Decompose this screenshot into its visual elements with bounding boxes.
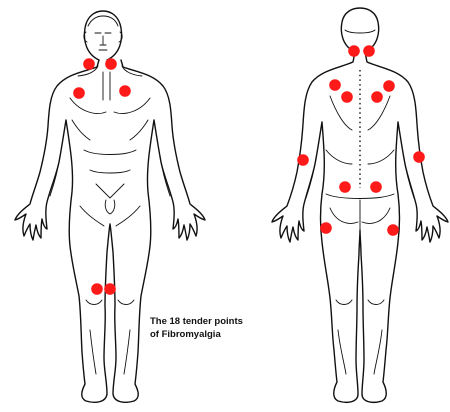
front-figure bbox=[15, 11, 205, 402]
tender-point-back-greater-trochanter-left bbox=[320, 222, 332, 234]
diagram-caption: The 18 tender points of Fibromyalgia bbox=[150, 315, 310, 341]
tender-point-front-low-cervical-right bbox=[105, 58, 117, 70]
tender-point-front-knee-left bbox=[91, 283, 103, 295]
tender-point-front-low-cervical-left bbox=[83, 58, 95, 70]
front-body-outline bbox=[15, 60, 205, 402]
tender-point-back-occiput-left bbox=[348, 45, 360, 57]
front-knee-details bbox=[86, 300, 134, 374]
tender-point-back-supraspinatus-right bbox=[371, 91, 383, 103]
tender-point-front-second-rib-right bbox=[119, 85, 131, 97]
tender-point-back-trapezius-right bbox=[383, 80, 395, 92]
tender-point-back-gluteal-left bbox=[339, 181, 351, 193]
back-hair bbox=[345, 30, 375, 33]
front-hairline bbox=[88, 16, 118, 26]
tender-point-back-gluteal-right bbox=[370, 181, 382, 193]
front-arm-details bbox=[50, 156, 170, 196]
tender-point-front-knee-right bbox=[104, 283, 116, 295]
back-scapula bbox=[326, 96, 394, 164]
tender-point-back-greater-trochanter-right bbox=[387, 224, 399, 236]
caption-line-2: of Fibromyalgia bbox=[150, 328, 310, 341]
tender-point-back-lateral-epicondyle-left bbox=[297, 154, 309, 166]
caption-line-1: The 18 tender points bbox=[150, 315, 310, 328]
tender-point-back-lateral-epicondyle-right bbox=[413, 151, 425, 163]
back-head bbox=[341, 8, 378, 52]
back-figure bbox=[272, 8, 448, 402]
back-leg-details bbox=[336, 300, 384, 374]
tender-point-back-trapezius-left bbox=[329, 79, 341, 91]
tender-point-back-supraspinatus-left bbox=[341, 91, 353, 103]
back-buttocks bbox=[326, 194, 394, 230]
front-head bbox=[84, 11, 121, 60]
tender-point-front-second-rib-left bbox=[73, 87, 85, 99]
tender-point-back-occiput-right bbox=[363, 45, 375, 57]
front-face bbox=[95, 33, 111, 50]
